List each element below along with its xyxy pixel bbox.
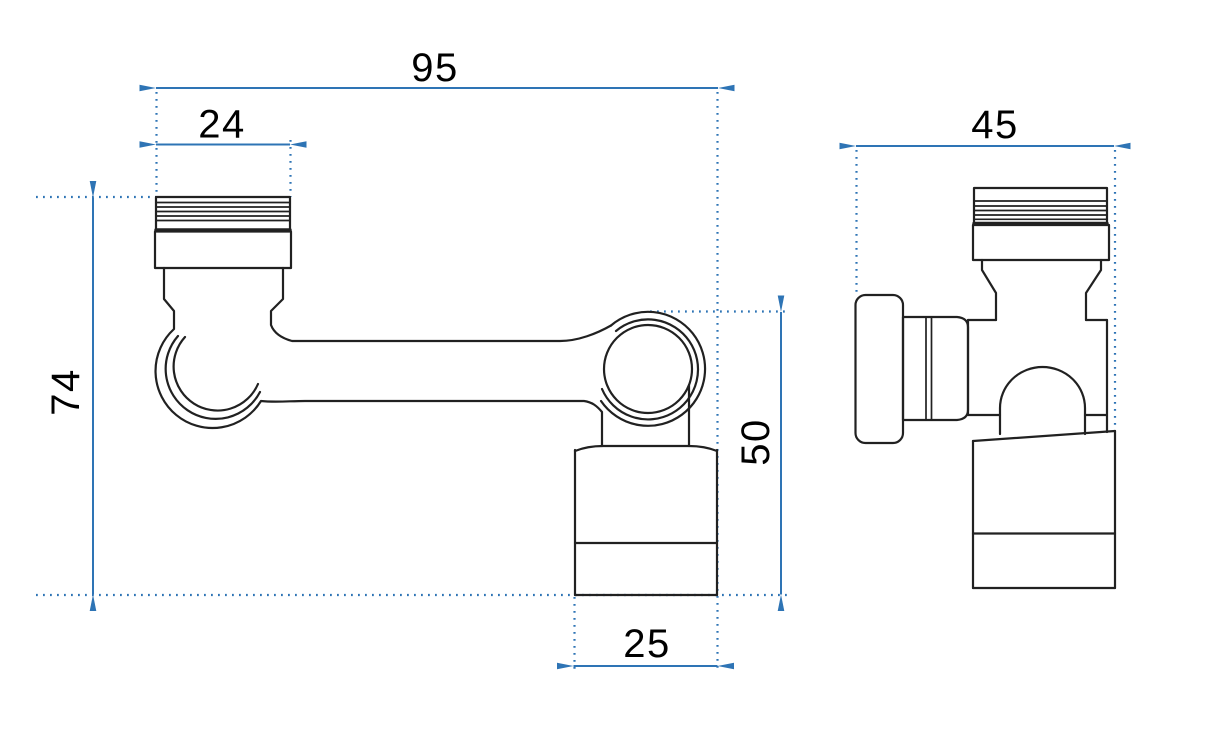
knob-side: [854, 293, 970, 445]
inlet-thread-front: [154, 195, 292, 233]
elbow-ring-arc-outer: [164, 334, 262, 420]
dimension-label-25: 25: [623, 622, 671, 666]
dimension-label-45: 45: [971, 103, 1019, 147]
front-view: [153, 195, 719, 597]
elbow-ring-arc-inner: [172, 335, 260, 412]
dimension-label-24: 24: [198, 103, 246, 147]
body-side: [966, 258, 1109, 434]
swivel-ball-front: [599, 310, 707, 448]
inlet-thread-side: [972, 186, 1109, 226]
dome-side: [998, 365, 1087, 436]
dimension-inlet-thread-width: 24: [139, 103, 307, 148]
outlet-cylinder-front: [573, 444, 719, 597]
side-view: [854, 186, 1117, 590]
dimension-outlet-width: 25: [557, 622, 734, 670]
dimension-label-50: 50: [734, 418, 778, 466]
dimension-side-view-width: 45: [839, 103, 1131, 150]
collar-front: [153, 230, 293, 270]
collar-side: [971, 223, 1111, 262]
dimension-label-74: 74: [44, 368, 88, 416]
knob-drum: [901, 315, 970, 422]
elbow-body-front: [154, 266, 613, 448]
dimension-overall-width: 95: [139, 46, 735, 92]
ball-middle-ring: [600, 318, 700, 421]
dimension-overall-height: 74: [44, 181, 97, 611]
ball-inner-circle: [602, 323, 694, 415]
knob-cap: [854, 293, 905, 445]
knob-drum-seam-lines: [925, 316, 933, 421]
ball-outer-ring: [599, 310, 707, 427]
dimension-outlet-section-height: 50: [734, 295, 785, 611]
outlet-cylinder-side: [971, 429, 1117, 590]
dimension-label-95: 95: [411, 46, 459, 90]
